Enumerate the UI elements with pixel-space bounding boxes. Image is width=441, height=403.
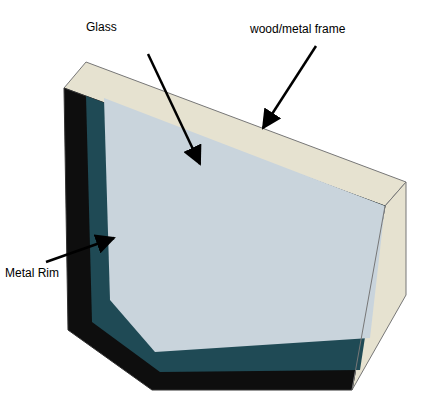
inner-band: [86, 96, 385, 372]
leader-line: [148, 54, 200, 164]
part-label: wood/metal frame: [250, 22, 345, 36]
leader-line: [46, 238, 114, 262]
part-label: Glass: [86, 20, 117, 34]
frame-edge: [352, 206, 385, 390]
glass-pane: [104, 98, 385, 352]
part-label: Metal Rim: [5, 266, 59, 280]
leader-line: [263, 46, 316, 128]
